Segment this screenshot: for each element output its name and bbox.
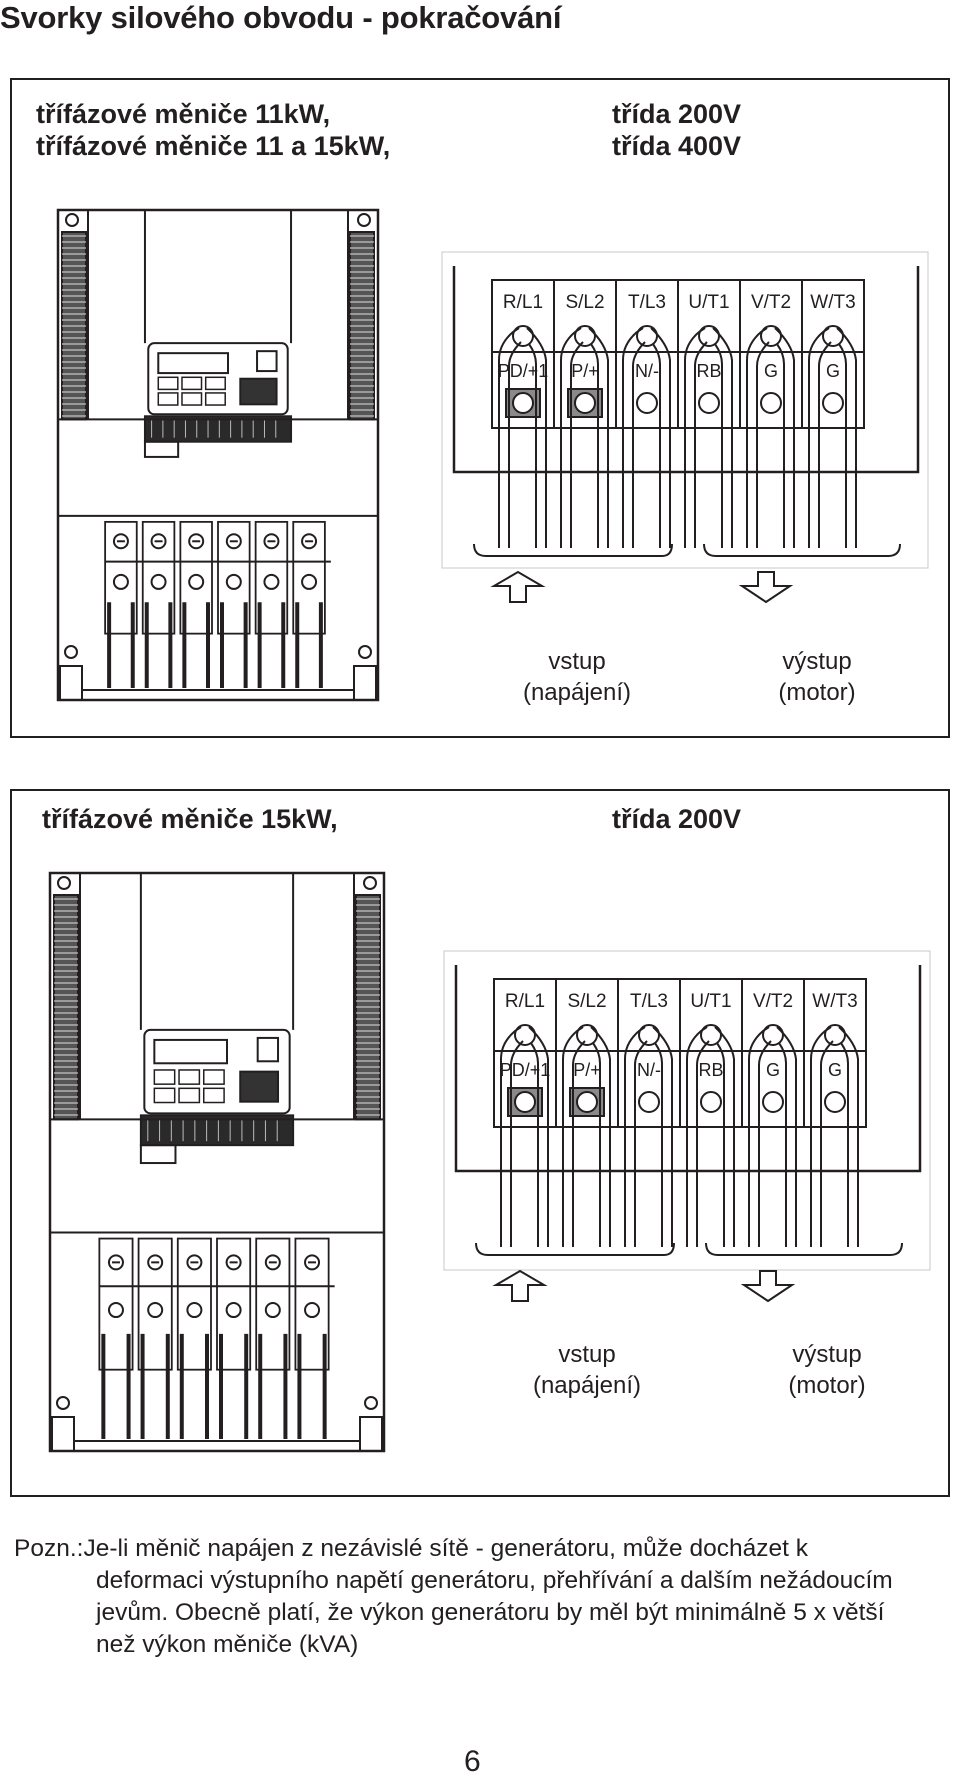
display-window — [157, 352, 229, 375]
display-window — [153, 1038, 228, 1065]
terminal-label-top: U/T1 — [690, 991, 731, 1012]
output-caption-line2: (motor) — [778, 679, 856, 706]
keypad — [143, 1028, 291, 1115]
terminal-label-bottom: P/+ — [573, 1060, 601, 1080]
terminal-screw-bottom — [514, 1091, 536, 1113]
panel1-title-right-line1: třída 200V — [612, 99, 742, 129]
input-caption: vstup (napájení) — [502, 646, 652, 708]
terminal-label-top: U/T1 — [688, 292, 729, 313]
terminal-screw-bottom — [638, 1091, 660, 1113]
page-heading: Svorky silového obvodu - pokračování — [0, 0, 562, 35]
terminal-label-bottom: RB — [696, 361, 721, 381]
terminal-screw-bottom — [512, 392, 534, 414]
terminal-screw-top — [700, 1024, 722, 1046]
terminal-screw-top — [638, 1024, 660, 1046]
panel1-title-right-line2: třída 400V — [612, 131, 742, 161]
terminal-screw-bottom — [636, 392, 658, 414]
terminal-label-top: S/L2 — [565, 292, 604, 313]
terminal-label-top: V/T2 — [751, 292, 791, 313]
note-prefix: Pozn.: — [14, 1535, 84, 1562]
terminal-screw-bottom — [824, 1091, 846, 1113]
terminal-label-top: V/T2 — [753, 991, 793, 1012]
panel1-title-right: třída 200V třída 400V — [612, 98, 741, 162]
inverter-drawing — [48, 871, 386, 1453]
terminal-label-top: W/T3 — [812, 991, 857, 1012]
terminal-label-bottom: P/+ — [571, 361, 599, 381]
input-caption-line2: (napájení) — [532, 1372, 642, 1399]
output-caption: výstup (motor) — [752, 1339, 902, 1401]
terminal-screw-top — [576, 1024, 598, 1046]
terminal-label-bottom: G — [826, 361, 840, 381]
terminal-screw-bottom — [576, 1091, 598, 1113]
arrow-down-icon — [738, 571, 794, 604]
terminal-screw-bottom — [760, 392, 782, 414]
terminal-screw-top — [514, 1024, 536, 1046]
input-caption-line1: vstup — [558, 1341, 616, 1368]
terminal-screw-top — [698, 325, 720, 347]
generator-note: Pozn.:Je-li měnič napájen z nezávislé sí… — [14, 1533, 950, 1661]
output-caption: výstup (motor) — [742, 646, 892, 708]
terminal-cell — [803, 978, 867, 1128]
input-caption-line1: vstup — [548, 648, 606, 675]
input-caption: vstup (napájení) — [512, 1339, 662, 1401]
terminal-label-bottom: N/- — [637, 1060, 661, 1080]
terminal-label-top: T/L3 — [628, 292, 666, 313]
output-caption-line1: výstup — [782, 648, 852, 675]
panel1-title-left: třífázové měniče 11kW, třífázové měniče … — [36, 98, 390, 162]
terminal-label-bottom: RB — [698, 1060, 723, 1080]
terminal-screw-bottom — [700, 1091, 722, 1113]
output-caption-line2: (motor) — [788, 1372, 866, 1399]
terminal-label-bottom: G — [766, 1060, 780, 1080]
note-continuation: deformaci výstupního napětí generátoru, … — [96, 1567, 893, 1658]
terminal-screw-top — [574, 325, 596, 347]
panel2-title-left: třífázové měniče 15kW, — [42, 804, 338, 834]
page-number: 6 — [464, 1745, 481, 1778]
terminal-screw-top — [762, 1024, 784, 1046]
terminal-label-top: R/L1 — [505, 991, 545, 1012]
terminal-label-top: W/T3 — [810, 292, 855, 313]
terminal-screw-bottom — [822, 392, 844, 414]
panel1-title-left-line1: třífázové měniče 11kW, — [36, 99, 331, 129]
panel-11-15kw: třífázové měniče 11kW, třífázové měniče … — [10, 78, 950, 738]
terminal-label-top: R/L1 — [503, 292, 543, 313]
terminal-screw-bottom — [762, 1091, 784, 1113]
terminal-cell — [801, 279, 865, 429]
terminal-screw-top — [824, 1024, 846, 1046]
terminal-screw-top — [512, 325, 534, 347]
terminal-label-top: S/L2 — [567, 991, 606, 1012]
keypad — [147, 342, 289, 416]
terminal-label-bottom: G — [828, 1060, 842, 1080]
arrow-up-icon — [490, 570, 546, 603]
panel2-title-right: třída 200V — [612, 804, 742, 834]
note-first-line: Je-li měnič napájen z nezávislé sítě - g… — [83, 1535, 808, 1562]
terminal-label-bottom: N/- — [635, 361, 659, 381]
terminal-label-bottom: G — [764, 361, 778, 381]
terminal-screw-top — [636, 325, 658, 347]
terminal-screw-bottom — [698, 392, 720, 414]
panel1-title-left-line2: třífázové měniče 11 a 15kW, — [36, 131, 391, 161]
input-caption-line2: (napájení) — [522, 679, 632, 706]
terminal-screw-top — [760, 325, 782, 347]
terminal-screw-bottom — [574, 392, 596, 414]
terminal-label-top: T/L3 — [630, 991, 668, 1012]
terminal-label-bottom: PD/+1 — [498, 361, 549, 381]
inverter-drawing — [56, 208, 380, 702]
arrow-up-icon — [492, 1269, 548, 1302]
terminal-screw-top — [822, 325, 844, 347]
arrow-down-icon — [740, 1270, 796, 1303]
output-caption-line1: výstup — [792, 1341, 862, 1368]
terminal-label-bottom: PD/+1 — [500, 1060, 551, 1080]
